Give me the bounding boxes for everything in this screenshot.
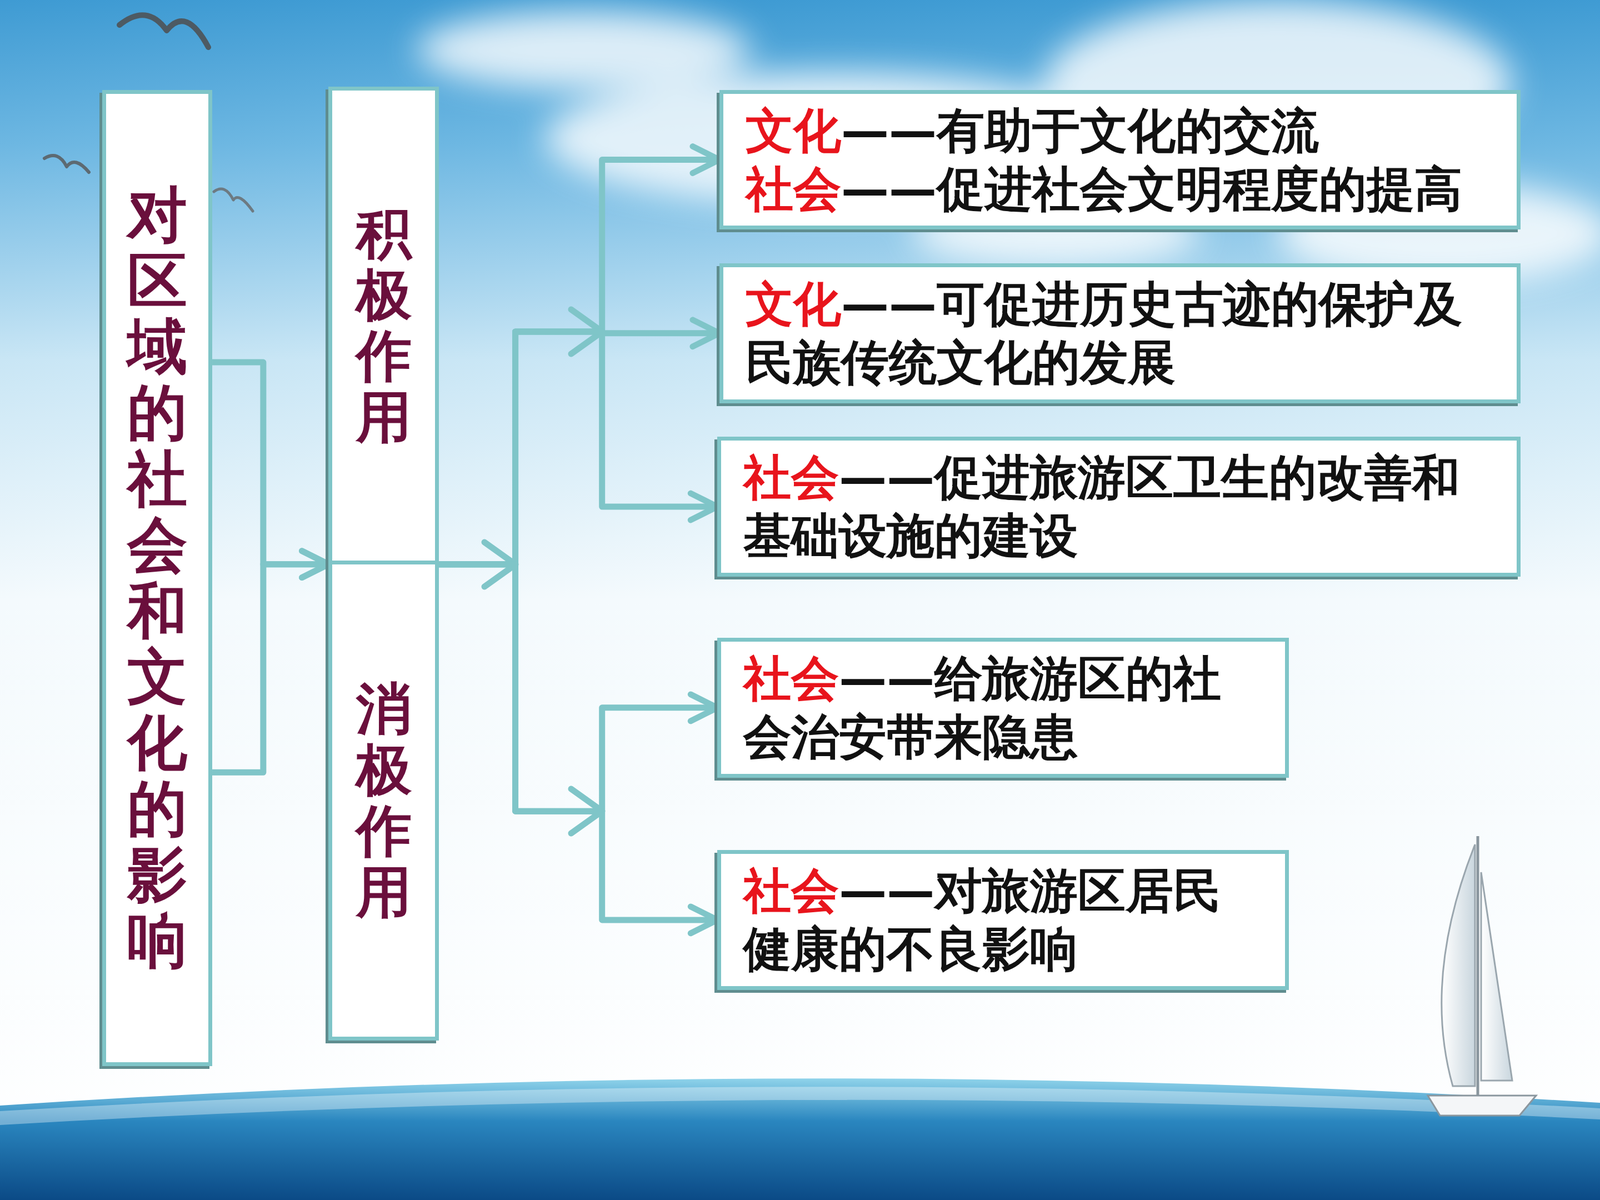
box-text: 社会——对旅游区居民健康的不良影响	[743, 861, 1252, 979]
vertical-box: 消极作用	[328, 564, 439, 1042]
text-box: 社会——对旅游区居民健康的不良影响	[717, 850, 1289, 990]
connector-arrow	[212, 564, 329, 773]
connector-arrow	[438, 564, 718, 812]
vertical-label: 对区域的社会和文化的影响	[127, 182, 188, 975]
vertical-box: 积极作用	[328, 86, 439, 565]
description: ——可促进历史古迹的保护及民族传统文化的发展	[745, 276, 1463, 390]
junction-arrowheads	[484, 309, 603, 834]
vertical-label: 消极作用	[356, 678, 412, 923]
vertical-box: 对区域的社会和文化的影响	[102, 90, 213, 1067]
text-box: 社会——给旅游区的社会治安带来隐患	[717, 637, 1289, 778]
box-text: 文化——可促进历史古迹的保护及民族传统文化的发展	[745, 275, 1495, 392]
sea	[0, 1078, 1600, 1200]
sailboat	[1427, 836, 1537, 1116]
description: ——促进旅游区卫生的改善和基础设施的建设	[743, 449, 1460, 564]
category-word: 社会	[743, 650, 839, 707]
category-word: 社会	[743, 449, 839, 505]
connector-arrow	[438, 331, 718, 565]
connector-arrow	[212, 362, 329, 565]
box-text: 社会——促进旅游区卫生的改善和基础设施的建设	[743, 448, 1473, 565]
category-word: 社会	[745, 161, 842, 217]
category-word: 社会	[743, 862, 839, 919]
connector-arrow	[438, 160, 720, 565]
category-word: 文化	[745, 102, 842, 159]
box-text: 社会——促进社会文明程度的提高	[745, 160, 1463, 219]
description: ——有助于文化的交流	[841, 102, 1319, 159]
category-word: 文化	[745, 276, 842, 332]
box-text: 文化——有助于文化的交流	[745, 101, 1319, 160]
text-box: 文化——有助于文化的交流社会——促进社会文明程度的提高	[719, 90, 1521, 230]
text-box: 文化——可促进历史古迹的保护及民族传统文化的发展	[719, 263, 1521, 404]
vertical-label: 积极作用	[356, 203, 412, 448]
connector-arrow	[438, 564, 718, 920]
connector-arrow	[438, 331, 720, 565]
description: ——促进社会文明程度的提高	[841, 161, 1463, 217]
clouds	[416, 0, 1600, 284]
wave-highlight	[0, 1086, 1600, 1125]
text-box: 社会——促进旅游区卫生的改善和基础设施的建设	[717, 436, 1521, 577]
box-text: 社会——给旅游区的社会治安带来隐患	[743, 649, 1252, 767]
